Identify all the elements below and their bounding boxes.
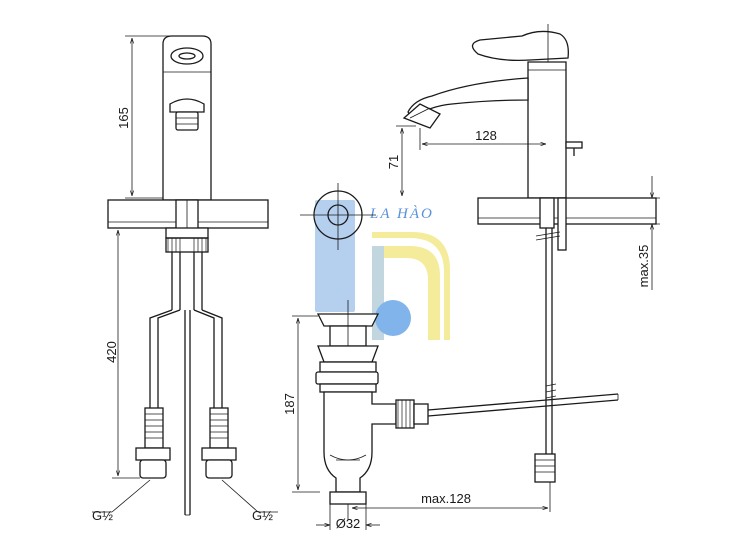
dim-front-hose-length: 420 (104, 341, 119, 363)
drain-top-view (300, 183, 376, 250)
drain-assembly: 187 max.128 Ø3 (282, 300, 619, 531)
watermark-logo: LA HÀO (315, 200, 450, 340)
dim-side-spout-reach: 128 (475, 128, 497, 143)
front-view: 165 (92, 35, 278, 523)
dim-side-max-thickness: max.35 (636, 245, 651, 288)
label-thread-left: G½ (92, 508, 113, 523)
dim-side-spout-height: 71 (386, 155, 401, 169)
side-view: 128 71 max.35 (386, 24, 660, 483)
dim-drain-max-reach: max.128 (421, 491, 471, 506)
dim-drain-diameter: Ø32 (336, 516, 361, 531)
watermark-text: LA HÀO (369, 205, 434, 222)
dim-drain-height: 187 (282, 393, 297, 415)
faucet-body-side (527, 61, 567, 199)
dim-front-height: 165 (116, 107, 131, 129)
lever-handle (471, 30, 569, 62)
label-thread-right: G½ (252, 508, 273, 523)
